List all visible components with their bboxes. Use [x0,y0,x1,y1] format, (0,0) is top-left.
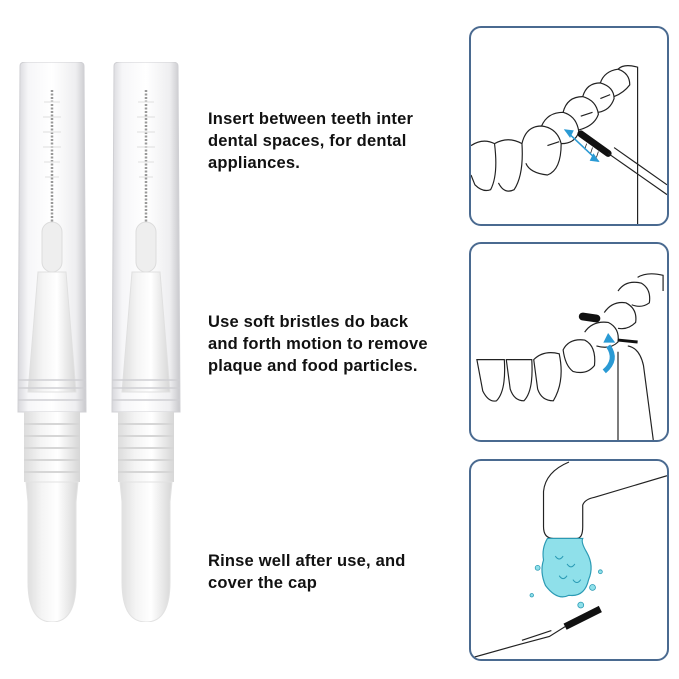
instruction-line: Insert between teeth inter [208,110,414,128]
brush-between-teeth-icon [471,65,667,224]
instruction-step-1: Insert between teeth inter dental spaces… [208,108,458,174]
instruction-line: plaque and food particles. [208,357,418,375]
instruction-step-2: Use soft bristles do back and forth moti… [208,311,458,377]
illustration-panel-brushing [469,242,669,442]
interdental-brush-1 [17,62,87,622]
instruction-line: dental spaces, for dental [208,132,407,150]
instruction-step-3: Rinse well after use, and cover the cap [208,550,458,594]
interdental-brush-2 [111,62,181,622]
illustration-panel-rinse [469,459,669,661]
instruction-line: cover the cap [208,574,317,592]
back-and-forth-brushing-icon [476,273,664,440]
rinse-under-tap-icon [471,461,667,659]
instruction-line: Rinse well after use, and [208,552,406,570]
instruction-line: Use soft bristles do back [208,313,409,331]
instruction-line: appliances. [208,154,301,172]
illustration-panel-insert [469,26,669,226]
instruction-line: and forth motion to remove [208,335,428,353]
